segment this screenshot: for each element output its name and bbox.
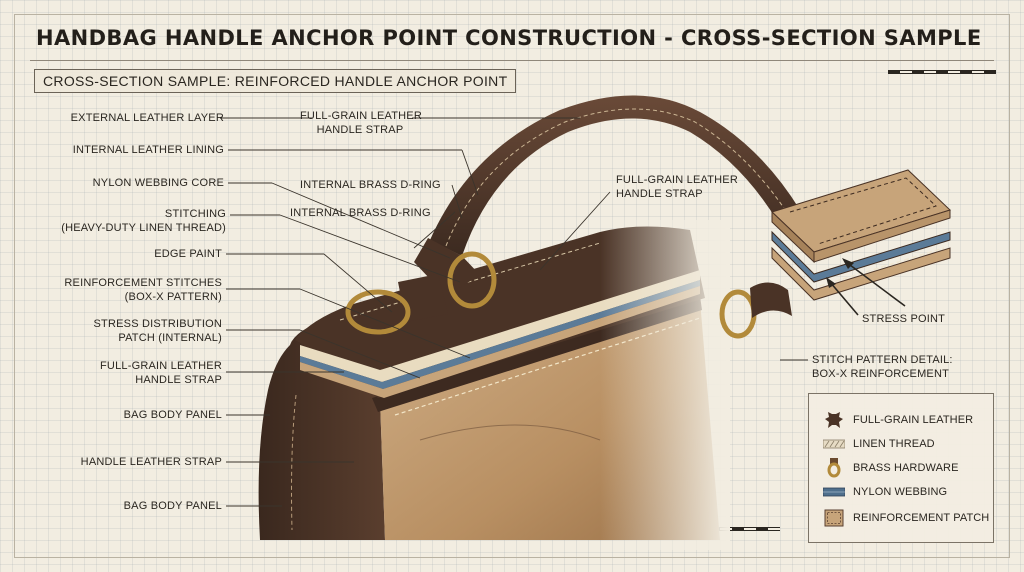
loose-d-ring-detail [722,282,792,336]
label-patch-internal: PATCH (INTERNAL) [50,331,222,345]
label-internal-brass-d-ring-1: INTERNAL BRASS D-RING [300,178,441,192]
label-stitching-thread: (HEAVY-DUTY LINEN THREAD) [40,221,226,235]
nylon-webbing-icon [823,483,845,501]
legend-label-brass: BRASS HARDWARE [853,462,959,474]
stitch-sample-detail [772,170,950,300]
label-full-grain-leather-right: FULL-GRAIN LEATHER [616,173,738,187]
label-full-grain-leather-center: FULL-GRAIN LEATHER [300,109,420,123]
label-stitch-pattern-detail: STITCH PATTERN DETAIL: [812,353,953,367]
leather-hide-icon [823,411,845,429]
label-full-grain-leather-left: FULL-GRAIN LEATHER [50,359,222,373]
legend-item-leather: FULL-GRAIN LEATHER [823,409,973,431]
legend-item-linen: LINEN THREAD [823,433,935,455]
label-internal-brass-d-ring-2: INTERNAL BRASS D-RING [290,206,431,220]
brass-ring-icon [823,459,845,477]
label-handle-strap-right: HANDLE STRAP [616,187,703,201]
legend-label-linen: LINEN THREAD [853,438,935,450]
label-bag-body-panel-1: BAG BODY PANEL [50,408,222,422]
label-nylon-webbing-core: NYLON WEBBING CORE [60,176,224,190]
label-handle-leather-strap: HANDLE LEATHER STRAP [40,455,222,469]
materials-legend: FULL-GRAIN LEATHER LINEN THREAD BRASS HA… [808,393,994,543]
label-box-x-pattern: (BOX-X PATTERN) [50,290,222,304]
linen-thread-icon [823,435,845,453]
label-handle-strap-center: HANDLE STRAP [300,123,420,137]
label-box-x-reinforcement: BOX-X REINFORCEMENT [812,367,949,381]
legend-label-leather: FULL-GRAIN LEATHER [853,414,973,426]
label-edge-paint: EDGE PAINT [60,247,222,261]
bag-fade-overlay [600,220,730,550]
legend-label-nylon: NYLON WEBBING [853,486,947,498]
legend-item-brass: BRASS HARDWARE [823,457,959,479]
label-stress-point: STRESS POINT [862,312,945,326]
reinforcement-patch-icon [823,509,845,527]
label-stitching: STITCHING [60,207,226,221]
legend-item-patch: REINFORCEMENT PATCH [823,507,989,529]
label-internal-leather-lining: INTERNAL LEATHER LINING [60,143,224,157]
label-reinforcement-stitches: REINFORCEMENT STITCHES [50,276,222,290]
label-handle-strap-left: HANDLE STRAP [50,373,222,387]
label-stress-distribution: STRESS DISTRIBUTION [50,317,222,331]
label-external-leather-layer: EXTERNAL LEATHER LAYER [60,111,224,125]
legend-item-nylon: NYLON WEBBING [823,481,947,503]
label-bag-body-panel-2: BAG BODY PANEL [50,499,222,513]
legend-label-patch: REINFORCEMENT PATCH [853,512,989,524]
